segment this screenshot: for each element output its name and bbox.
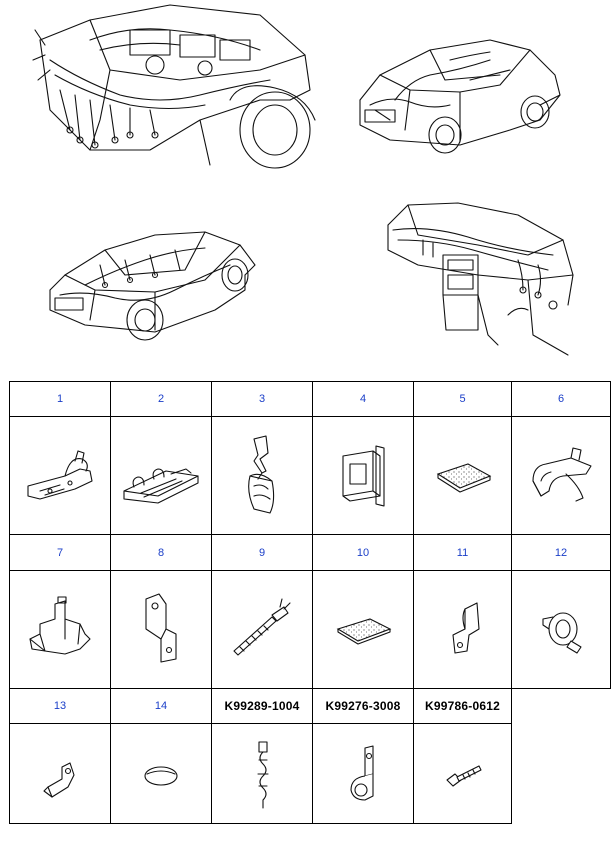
empty-cell (512, 724, 611, 824)
part-label-cell: 2 (110, 380, 212, 418)
part-number: 6 (557, 393, 565, 406)
part-number: 12 (554, 546, 568, 559)
cable-tie-icon (233, 598, 291, 656)
part-number: 11 (456, 546, 469, 559)
part-image-cell[interactable] (211, 416, 313, 536)
part-image-cell[interactable] (9, 723, 111, 824)
part-number: 7 (56, 546, 64, 559)
part-image-cell[interactable] (413, 416, 512, 536)
bolt-icon (445, 764, 482, 787)
grommet-plug-icon (144, 765, 178, 786)
part-number: 14 (154, 699, 168, 712)
part-label-cell: 8 (110, 534, 212, 571)
part-image-cell[interactable] (110, 723, 212, 824)
part-label-cell: K99276-3008 (312, 687, 414, 725)
part-label-cell: K99289-1004 (211, 687, 313, 725)
part-label-cell: 1 (9, 380, 111, 418)
part-label-cell: 12 (511, 534, 611, 571)
part-label-cell: 4 (312, 380, 414, 418)
part-image-cell[interactable] (413, 723, 512, 824)
part-label-cell: K99786-0612 (413, 687, 512, 725)
part-image-cell[interactable] (110, 416, 212, 536)
part-image-cell[interactable] (211, 569, 313, 689)
part-image-cell[interactable] (312, 569, 414, 689)
harness-clamp-plate-icon (123, 468, 199, 504)
part-number: 4 (359, 393, 367, 406)
empty-cell (512, 688, 611, 723)
pipe-clamp-icon (350, 744, 374, 801)
part-label-cell: 7 (9, 534, 111, 571)
part-label-cell: 10 (312, 534, 414, 571)
part-label-cell: 9 (211, 534, 313, 571)
dashboard-harness-view (378, 195, 578, 360)
part-code: K99276-3008 (325, 698, 401, 713)
band-clip-icon (532, 447, 592, 502)
cabin-floor-harness-view (45, 220, 260, 345)
part-image-cell[interactable] (511, 416, 611, 536)
part-label-cell: 5 (413, 380, 512, 418)
part-number: 13 (53, 699, 67, 712)
bent-bracket-clip-icon (248, 435, 275, 514)
part-number: 5 (459, 393, 466, 406)
part-image-cell[interactable] (9, 569, 111, 689)
part-image-cell[interactable] (511, 569, 611, 689)
harness-clip-icon (27, 450, 93, 500)
part-number: 1 (56, 393, 64, 406)
rear-hatch-harness-view (350, 30, 565, 160)
connector-holder-icon (342, 445, 385, 507)
part-image-cell[interactable] (312, 723, 414, 824)
part-label-cell: 14 (110, 687, 212, 725)
part-label-cell: 11 (413, 534, 512, 571)
part-image-cell[interactable] (110, 569, 212, 689)
part-label-cell: 6 (511, 380, 611, 418)
part-label-cell: 13 (9, 687, 111, 725)
parts-grid: 1 2 3 4 5 6 (9, 380, 611, 824)
wavy-tie-clip-icon (257, 740, 269, 809)
part-image-cell[interactable] (9, 416, 111, 536)
small-bracket-icon (43, 761, 75, 798)
part-number: 2 (157, 393, 165, 406)
part-number: 8 (157, 546, 165, 559)
part-label-cell: 3 (211, 380, 313, 418)
part-code: K99786-0612 (425, 698, 500, 713)
ring-clip-icon (542, 612, 582, 654)
part-code: K99289-1004 (224, 698, 300, 713)
part-image-cell[interactable] (211, 723, 313, 824)
foam-pad-icon (436, 463, 491, 493)
engine-bay-harness-view (30, 0, 320, 170)
multi-clip-bracket-icon (29, 596, 91, 655)
part-number: 9 (258, 546, 266, 559)
l-bracket-icon (451, 602, 480, 654)
part-number: 3 (258, 393, 266, 406)
part-number: 10 (356, 546, 370, 559)
part-image-cell[interactable] (413, 569, 512, 689)
part-image-cell[interactable] (312, 416, 414, 536)
foam-pad-small-icon (336, 618, 392, 645)
mounting-bracket-icon (145, 593, 177, 663)
